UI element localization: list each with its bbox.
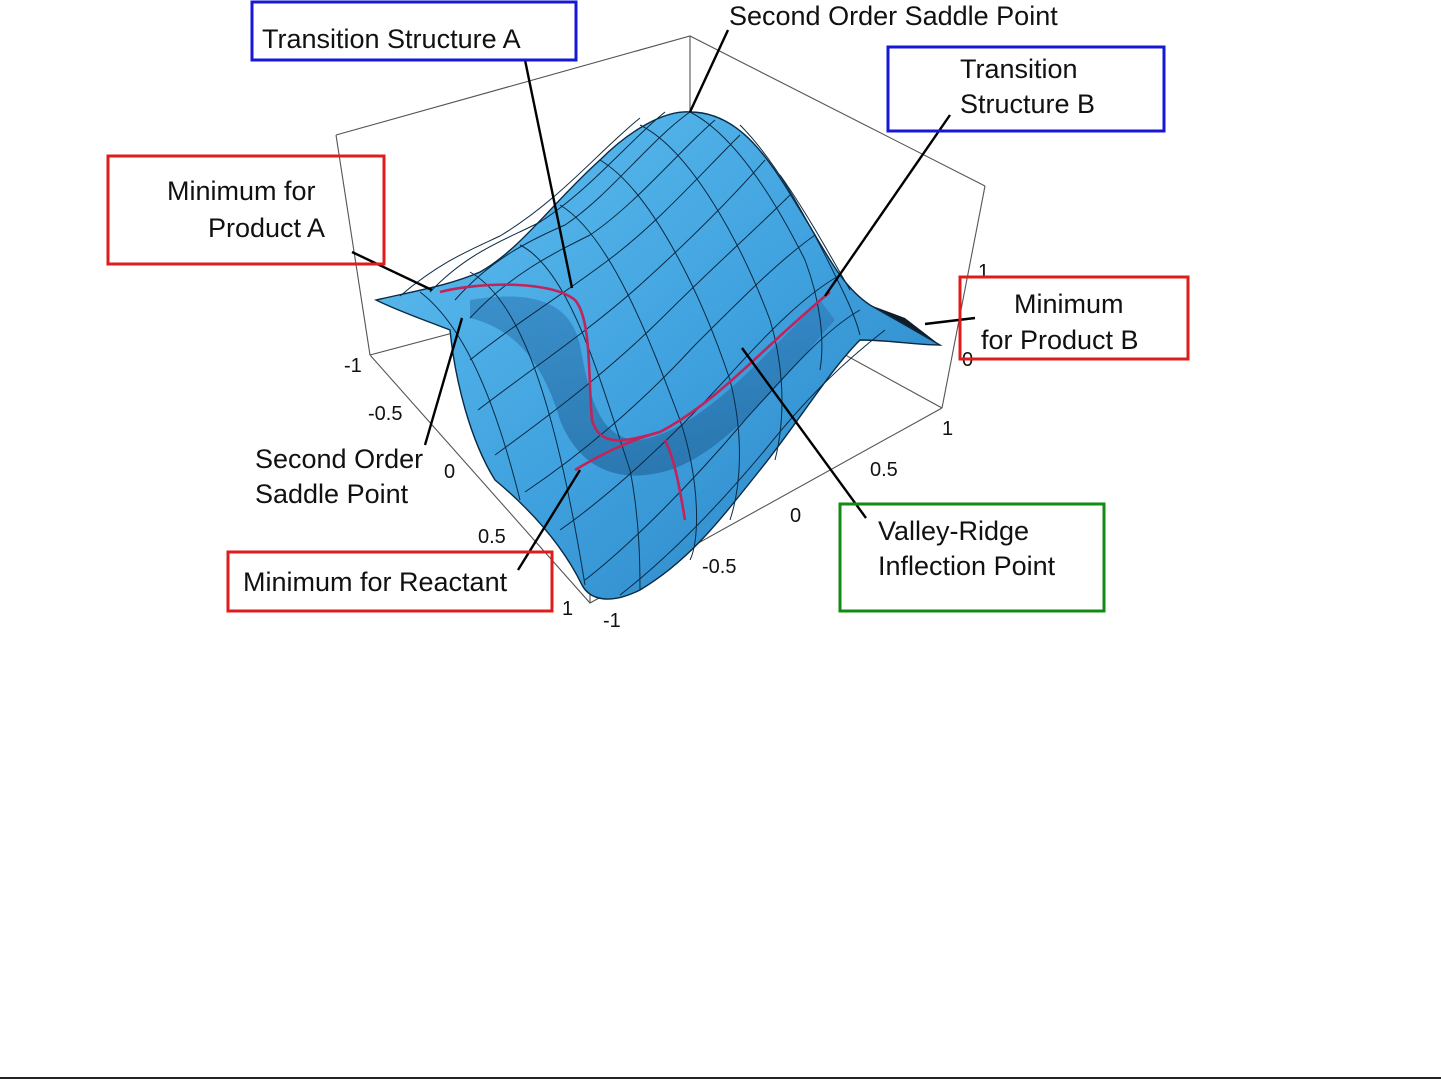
leader-second-order-left bbox=[425, 318, 462, 445]
tick-left-5: 1 bbox=[562, 598, 573, 620]
callout-min-product-b: Minimum for Product B bbox=[960, 277, 1188, 359]
second-order-left-label-2: Saddle Point bbox=[255, 479, 409, 509]
tick-vertical-1: 1 bbox=[978, 261, 989, 283]
transition-a-label: Transition Structure A bbox=[262, 24, 521, 54]
tick-left-2: -0.5 bbox=[368, 403, 402, 425]
transition-b-label-1: Transition bbox=[960, 54, 1078, 84]
tick-left-3: 0 bbox=[444, 461, 455, 483]
min-reactant-label: Minimum for Reactant bbox=[243, 567, 508, 597]
surface-body bbox=[376, 112, 940, 599]
second-order-left-label-1: Second Order bbox=[255, 444, 423, 474]
valley-ridge-label-2: Inflection Point bbox=[878, 551, 1056, 581]
min-product-a-label-2: Product A bbox=[208, 213, 325, 243]
callout-transition-a: Transition Structure A bbox=[252, 2, 576, 60]
min-product-b-label-2: for Product B bbox=[981, 325, 1139, 355]
leader-min-product-b bbox=[925, 318, 975, 324]
callout-second-order-top: Second Order Saddle Point bbox=[729, 1, 1058, 31]
tick-front-1: -1 bbox=[603, 610, 621, 632]
second-order-top-label: Second Order Saddle Point bbox=[729, 1, 1058, 31]
callout-second-order-left: Second Order Saddle Point bbox=[255, 444, 423, 509]
callout-min-product-a: Minimum for Product A bbox=[108, 156, 384, 264]
min-product-a-box bbox=[108, 156, 384, 264]
tick-left-4: 0.5 bbox=[478, 526, 506, 548]
tick-left-1: -1 bbox=[344, 355, 362, 377]
tick-front-5: 1 bbox=[942, 418, 953, 440]
footer-rule bbox=[0, 1077, 1441, 1079]
leader-transition-b bbox=[825, 115, 950, 296]
min-product-b-label-1: Minimum bbox=[1014, 289, 1124, 319]
min-product-a-label-1: Minimum for bbox=[167, 176, 316, 206]
tick-front-4: 0.5 bbox=[870, 459, 898, 481]
tick-front-3: 0 bbox=[790, 505, 801, 527]
energy-surface bbox=[376, 112, 940, 599]
leader-second-order-top bbox=[690, 30, 728, 112]
callout-min-reactant: Minimum for Reactant bbox=[228, 552, 552, 611]
callout-transition-b: Transition Structure B bbox=[888, 47, 1164, 131]
tick-front-2: -0.5 bbox=[702, 556, 736, 578]
callout-valley-ridge: Valley-Ridge Inflection Point bbox=[840, 504, 1104, 611]
transition-b-label-2: Structure B bbox=[960, 89, 1095, 119]
valley-ridge-label-1: Valley-Ridge bbox=[878, 516, 1029, 546]
leader-min-product-a bbox=[352, 252, 432, 290]
